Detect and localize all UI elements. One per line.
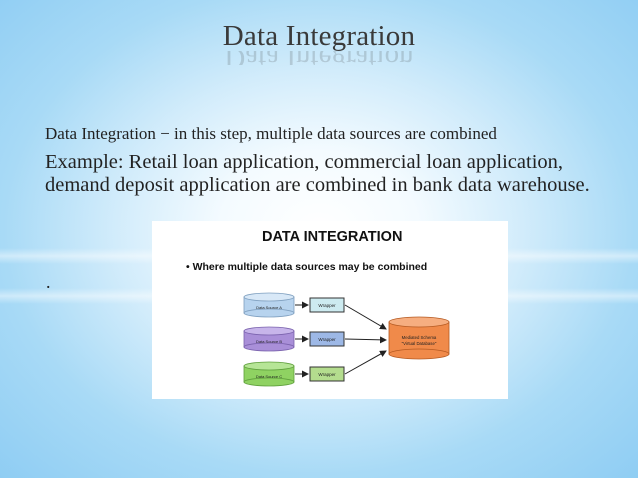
wrapper-a-label: Wrapper [318,303,336,308]
data-source-b: Data Source B [243,326,295,352]
wrapper-c: Wrapper [309,366,345,382]
wrapper-b-label: Wrapper [318,337,336,342]
wrapper-b: Wrapper [309,331,345,347]
slide-title: Data Integration [222,20,416,52]
definition-text: Data Integration − in this step, multipl… [45,124,497,143]
data-integration-figure: DATA INTEGRATION • Where multiple data s… [152,221,508,399]
virtual-database-label: "Virtual Database" [402,341,437,346]
integration-diagram: DATA INTEGRATION • Where multiple data s… [186,229,450,387]
wrapper-a: Wrapper [309,297,345,313]
arrow [344,350,387,375]
data-source-c: Data Source C [243,361,295,387]
mediated-schema-label: Mediated Schema [402,335,437,340]
data-source-b-label: Data Source B [256,339,282,344]
figure-heading: DATA INTEGRATION [262,229,402,245]
arrow [344,336,387,344]
wrapper-c-label: Wrapper [318,372,336,377]
mediated-schema: Mediated Schema "Virtual Database" [388,316,450,360]
example-text: Example: Retail loan application, commer… [45,151,590,196]
slide-title-reflection: Data Integration [0,51,638,65]
data-source-c-label: Data Source C [256,374,282,379]
data-source-a: Data Source A [243,292,295,318]
arrow [344,304,387,330]
trailing-dot: . [46,272,51,292]
data-source-a-label: Data Source A [256,305,282,310]
figure-bullet: • Where multiple data sources may be com… [186,261,427,273]
